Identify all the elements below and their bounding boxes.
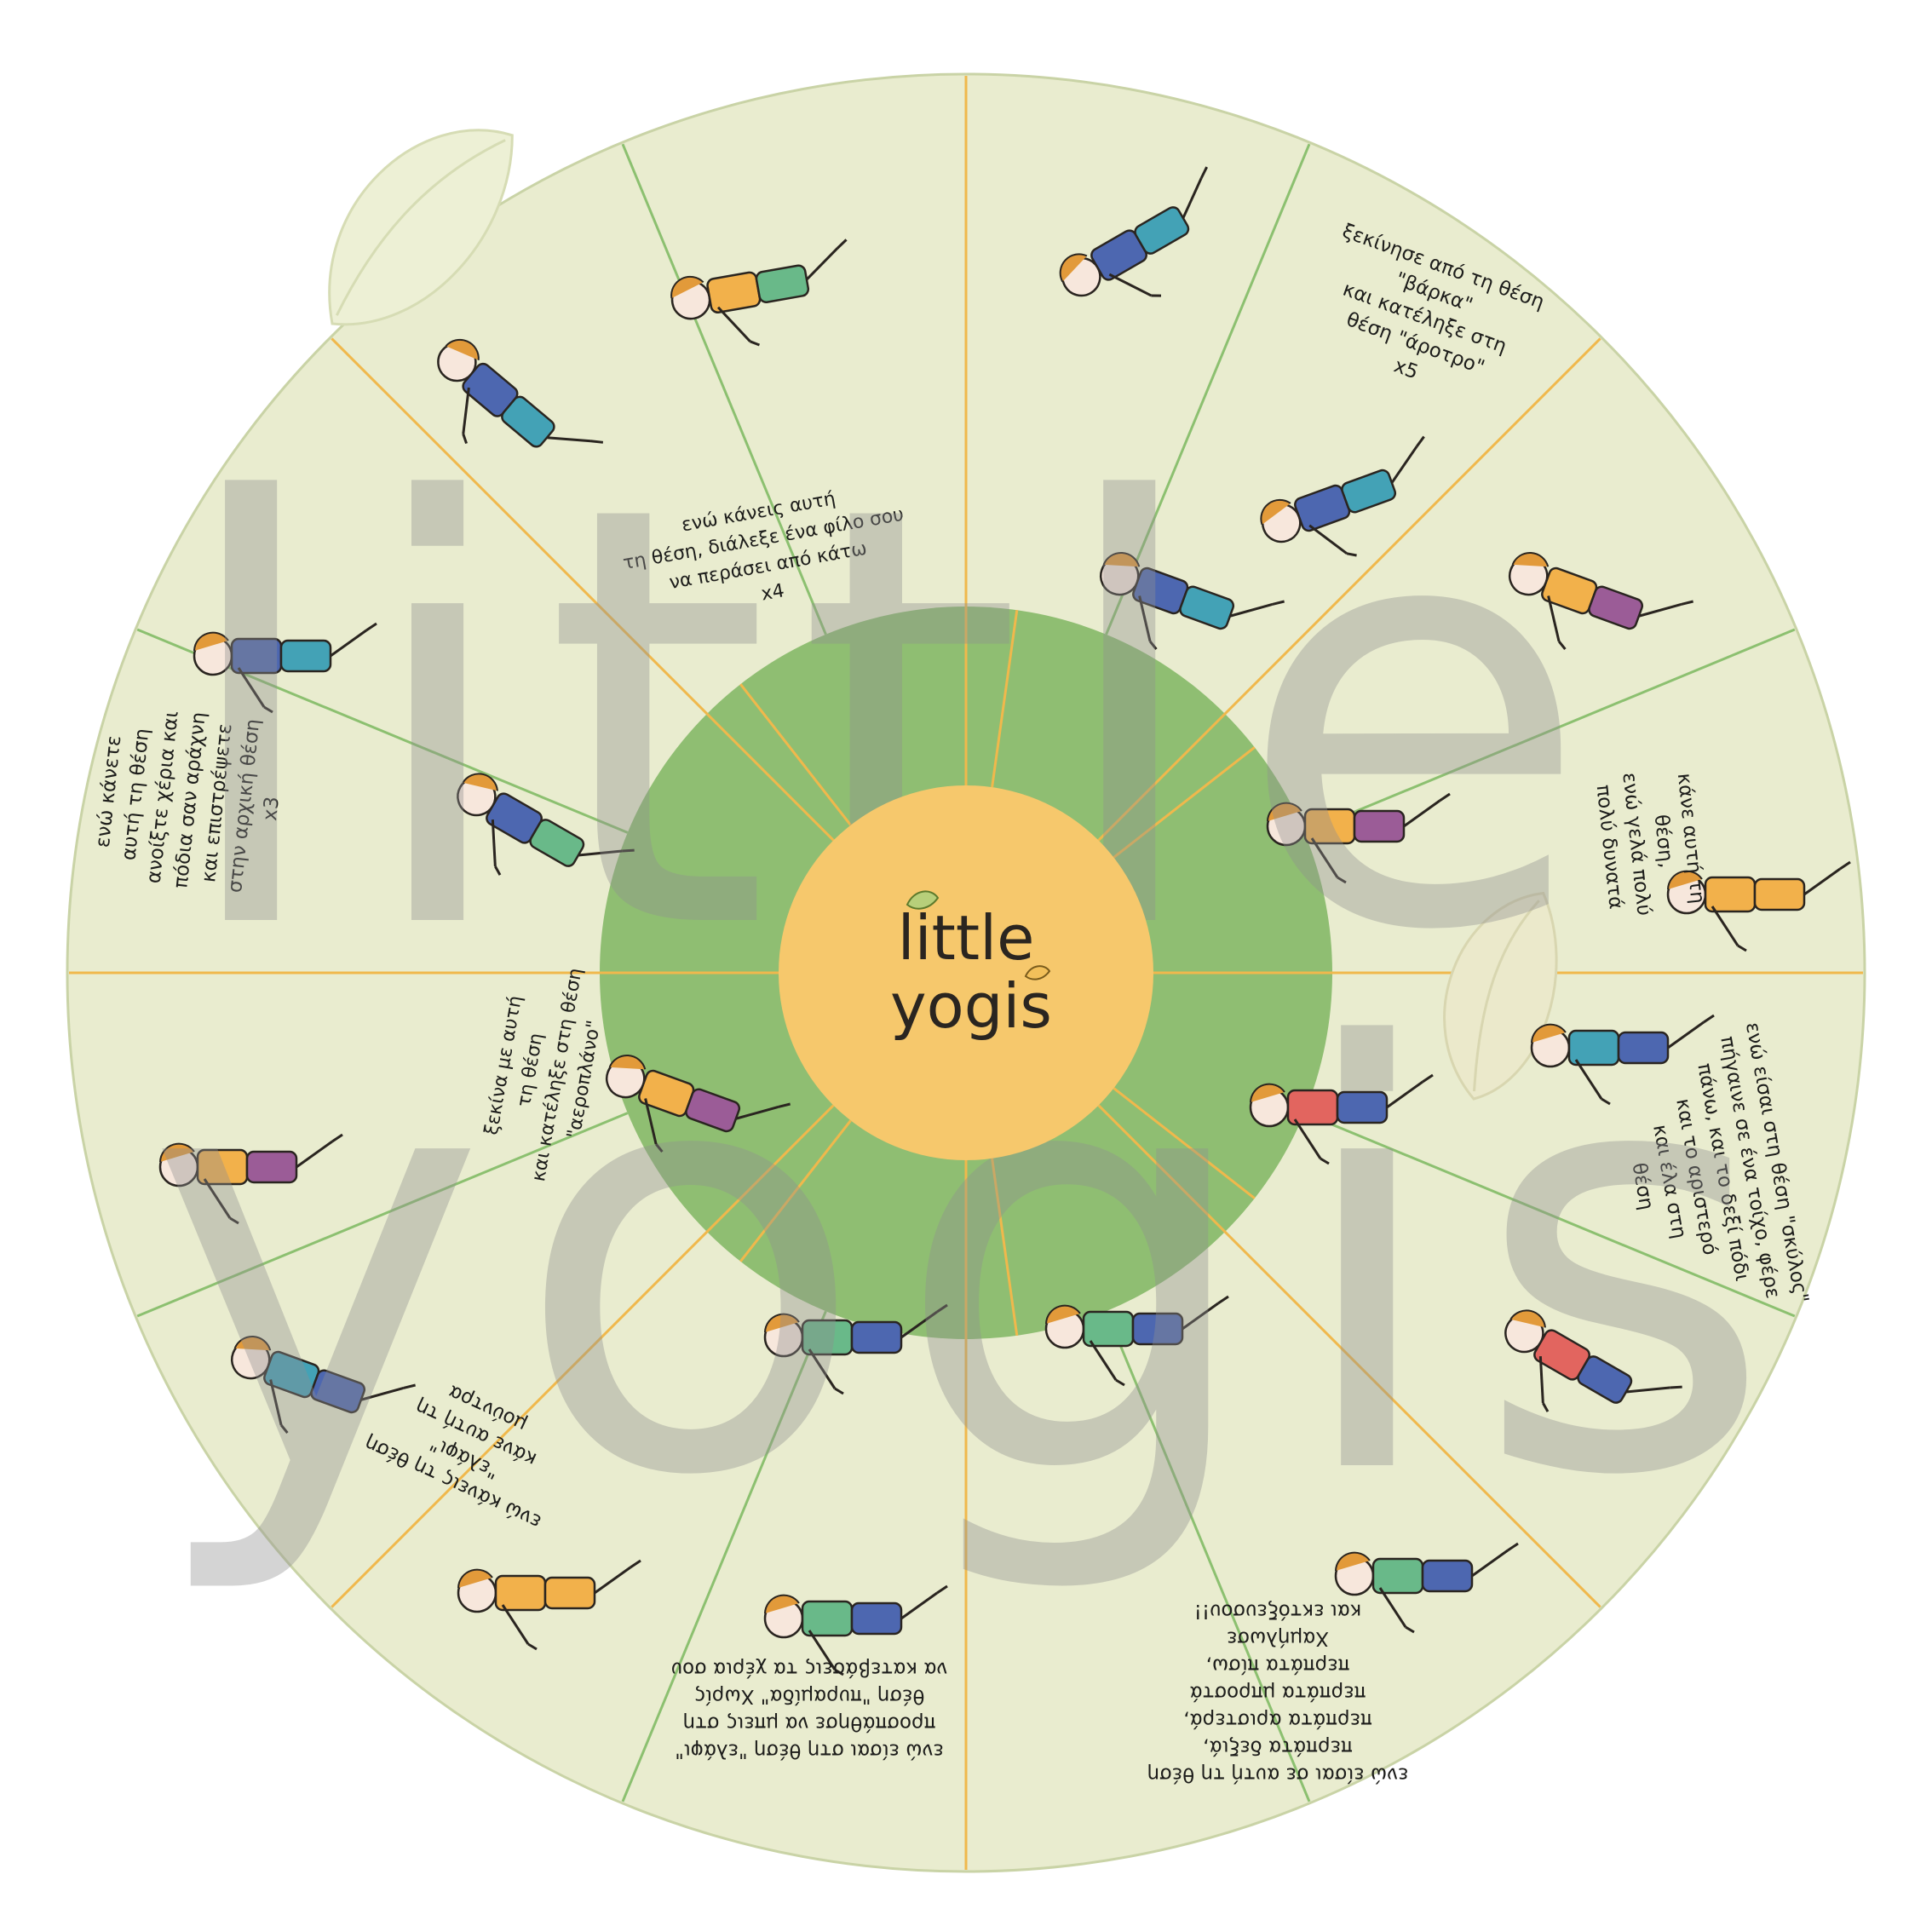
figure-cartwheel: [763, 1303, 948, 1395]
figure-headstand-inner: [1044, 1295, 1229, 1387]
ring-divider: [1097, 1104, 1601, 1608]
figure-forward-fold-inner: [1249, 1073, 1434, 1165]
logo-line-1: little: [898, 902, 1035, 974]
ring-divider: [621, 1310, 827, 1803]
instruction-line: να κατεβάσεις τα χέρια σου: [671, 1658, 948, 1680]
figure-spider-plank: [193, 622, 377, 714]
ring-divider: [331, 337, 835, 842]
outer-ring-dividers: [69, 76, 1863, 1870]
instruction-line: περπάτα αριστερά,: [1183, 1709, 1372, 1731]
figure-purple-stretch-outer: [1508, 552, 1693, 650]
figure-purple-stretch-inner: [1266, 792, 1451, 884]
instruction-line: x3: [259, 796, 284, 822]
logo-line-2: yogis: [890, 970, 1052, 1042]
figure-boat-pose-outer: [1059, 166, 1208, 297]
disk-divider: [1113, 746, 1256, 859]
figure-wall-pose-small: [1530, 1014, 1715, 1106]
leaf-decoration-right: [1443, 891, 1558, 1101]
figure-hands-mudra: [457, 1559, 641, 1651]
ring-divider: [1105, 1310, 1311, 1803]
ring-divider: [1303, 628, 1796, 834]
figure-shoulder-roll: [437, 338, 604, 448]
ring-divider: [1097, 337, 1601, 842]
instruction-line: περπάτα πίσω,: [1206, 1654, 1350, 1676]
figure-headstand-small: [763, 1584, 948, 1676]
yoga-figures: [158, 166, 1851, 1676]
disk-divider: [739, 1119, 852, 1262]
inner-disk-dividers: [600, 609, 1332, 1337]
logo-leaf-icon-small: [1024, 965, 1051, 980]
disk-divider: [991, 1158, 1019, 1337]
instruction-line: ενώ είσαι σε αυτή τη θέση: [1147, 1763, 1409, 1785]
figure-tree-balance: [230, 1336, 416, 1434]
instruction-line: περπάτα δεξιά,: [1203, 1736, 1353, 1758]
instruction-line: ενώ είσαι στη θέση "ελάφι": [675, 1739, 944, 1762]
leaf-decoration-top-left: [328, 129, 514, 326]
ring-divider: [621, 143, 827, 635]
figure-plank-inner: [457, 773, 635, 876]
ring-divider: [331, 1104, 835, 1608]
figure-bridge-pose: [670, 239, 848, 347]
outer-instruction-4: ενώ είσαι σε αυτή τη θέση περπάτα δεξιά, π…: [1147, 1600, 1409, 1785]
ring-divider: [1303, 1112, 1796, 1318]
instruction-line: περπάτα μπροστά: [1190, 1682, 1366, 1704]
disk-divider: [991, 609, 1019, 788]
figure-plow-pose: [1260, 435, 1425, 557]
instruction-line: Χαμήλωσε: [1227, 1627, 1329, 1649]
logo: little yogis: [890, 890, 1052, 1042]
instruction-line: θέση "πυραμίδα" Χωρίς: [694, 1685, 925, 1707]
disk-divider: [739, 683, 852, 826]
outer-instruction-5: ενώ είσαι στη θέση "ελάφι" προσπάθησε να …: [671, 1658, 948, 1762]
instruction-line: και εκτόξευσου!!: [1194, 1600, 1362, 1622]
figure-headstand-outer: [1334, 1542, 1519, 1634]
center-logo-disk: [779, 785, 1153, 1160]
figure-shoulder-stand: [158, 1133, 343, 1225]
ring-divider: [1105, 143, 1311, 635]
disk-divider: [1113, 1087, 1256, 1199]
figure-face-laughing: [1666, 860, 1851, 952]
logo-leaf-icon: [906, 890, 940, 910]
instruction-line: προσπάθησε να μπεις στη: [683, 1712, 936, 1734]
instruction-line: x4: [760, 580, 786, 605]
figure-airplane: [605, 1055, 791, 1153]
figure-boat-pose-inner: [1099, 552, 1285, 650]
figure-forward-fold-outer: [1504, 1309, 1682, 1412]
ring-divider: [136, 1112, 629, 1318]
